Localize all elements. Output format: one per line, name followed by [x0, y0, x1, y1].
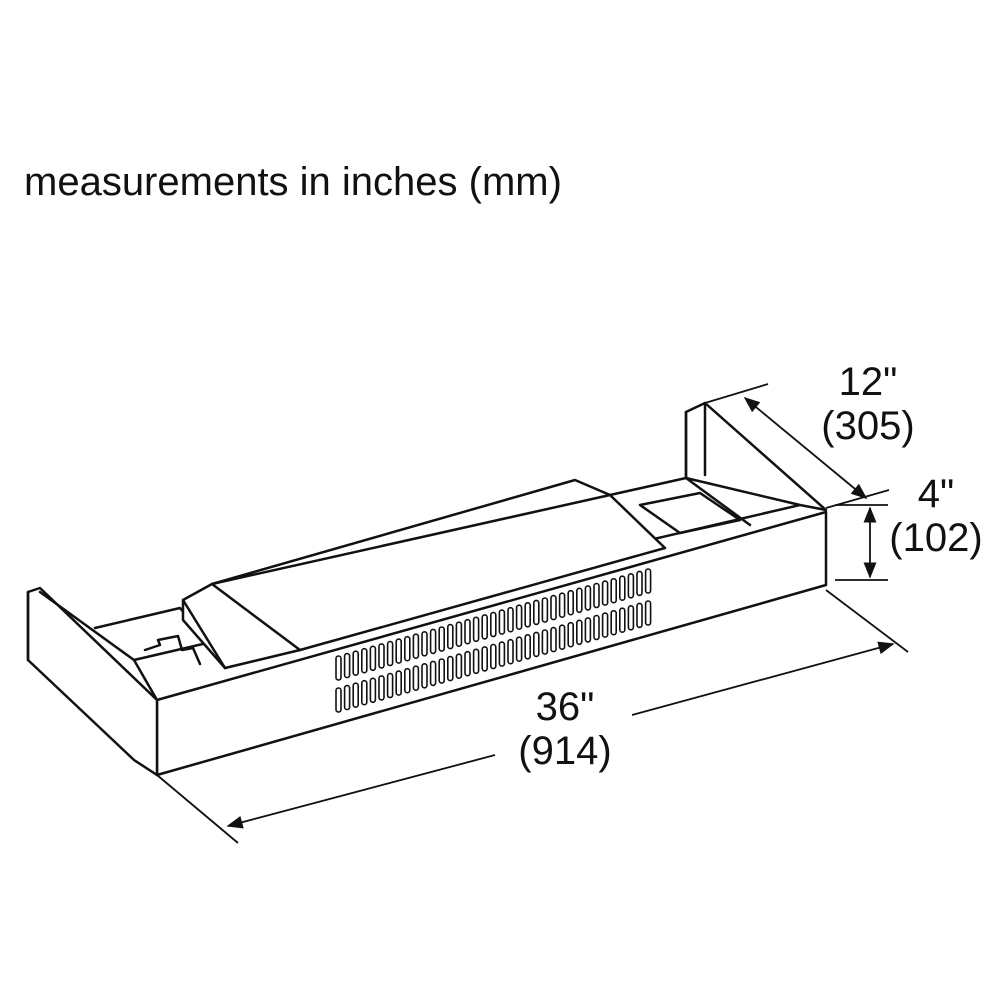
vent-grille [335, 568, 652, 713]
vent-slot [395, 638, 403, 664]
vent-slot [575, 619, 583, 646]
vent-slot [446, 655, 454, 682]
vent-slot [464, 618, 471, 645]
center-housing [181, 478, 667, 670]
vent-slot [335, 655, 342, 681]
vent-slot [455, 653, 463, 680]
vent-slot [550, 626, 557, 653]
vent-slot [455, 621, 463, 648]
width-label: 36" (914) [505, 685, 625, 773]
vent-slot [601, 580, 609, 606]
vent-slot [593, 582, 600, 609]
left-end-cap [26, 586, 159, 777]
vent-slot [610, 577, 618, 604]
measurement-units-caption: measurements in inches (mm) [24, 160, 562, 204]
width-extension-right [825, 589, 909, 653]
vent-slot [403, 635, 411, 662]
depth-extension-back [704, 383, 769, 404]
vent-slot [627, 572, 635, 599]
vent-slot [601, 612, 609, 638]
vent-slot [550, 594, 557, 621]
vent-slot [472, 616, 480, 643]
vent-slot [644, 600, 652, 626]
vent-slot [532, 599, 540, 626]
width-dimension-line-right [631, 641, 895, 716]
vent-slot [343, 684, 351, 711]
vent-slot [369, 645, 377, 672]
depth-dimension-line [743, 396, 868, 500]
vent-slot [360, 679, 368, 706]
vent-slot [438, 626, 446, 652]
vent-slot [515, 604, 523, 631]
width-dimension-line-left [226, 754, 496, 829]
tray-right-recess [638, 491, 742, 535]
vent-slot [524, 601, 532, 628]
front-panel-top-edge [132, 658, 159, 702]
vent-slot [352, 682, 360, 709]
vent-slot [335, 687, 342, 713]
vent-slot [507, 606, 514, 633]
vent-slot [584, 585, 592, 611]
vent-slot [627, 604, 635, 631]
vent-slot [558, 592, 566, 619]
vent-slot [515, 636, 523, 663]
vent-slot [421, 630, 428, 657]
vent-slot [386, 672, 394, 699]
vent-slot [618, 575, 626, 602]
vent-slot [498, 641, 506, 667]
vent-slot [438, 658, 446, 684]
vent-slot [636, 570, 643, 597]
vent-slot [429, 628, 437, 655]
vent-slot [464, 650, 471, 677]
vent-slot [524, 633, 532, 660]
vent-slot [498, 609, 506, 635]
vent-slot [541, 597, 549, 623]
vent-slot [360, 647, 368, 674]
height-imperial: 4" [917, 472, 955, 516]
vent-slot [618, 607, 626, 634]
depth-label: 12" (305) [808, 360, 928, 448]
vent-slot [378, 643, 385, 669]
vent-slot [575, 587, 583, 614]
vent-slot [395, 670, 403, 696]
height-label: 4" (102) [876, 472, 996, 560]
vent-slot [593, 614, 600, 641]
vent-slot [481, 646, 489, 672]
vent-slot [429, 660, 437, 687]
width-extension-left [156, 774, 239, 844]
vent-slot [558, 624, 566, 651]
vent-slot [412, 665, 420, 692]
height-metric: (102) [889, 516, 983, 560]
vent-slot [532, 631, 540, 658]
vent-slot [610, 609, 618, 636]
vent-slot [412, 633, 420, 660]
vent-slot [584, 617, 592, 643]
vent-slot [481, 614, 489, 640]
depth-imperial: 12" [838, 360, 898, 404]
vent-slot [507, 638, 514, 665]
vent-slot [636, 602, 643, 629]
vent-slot [403, 667, 411, 694]
vent-slot [489, 643, 497, 670]
tray-left-cutout [143, 634, 202, 666]
tray-right [608, 476, 752, 527]
vent-slot [567, 621, 575, 648]
vent-slot [378, 675, 385, 701]
vent-slot [386, 640, 394, 667]
vent-slot [369, 677, 377, 704]
vent-slot [446, 623, 454, 650]
vent-slot [472, 648, 480, 675]
depth-metric: (305) [821, 404, 915, 448]
vent-slot [541, 629, 549, 655]
vent-slot [421, 662, 428, 689]
vent-slot [489, 611, 497, 638]
vent-slot [567, 589, 575, 616]
vent-slot [343, 652, 351, 679]
vent-slot [352, 650, 360, 677]
width-imperial: 36" [535, 685, 595, 729]
width-metric: (914) [518, 729, 612, 773]
vent-slot [644, 568, 652, 594]
